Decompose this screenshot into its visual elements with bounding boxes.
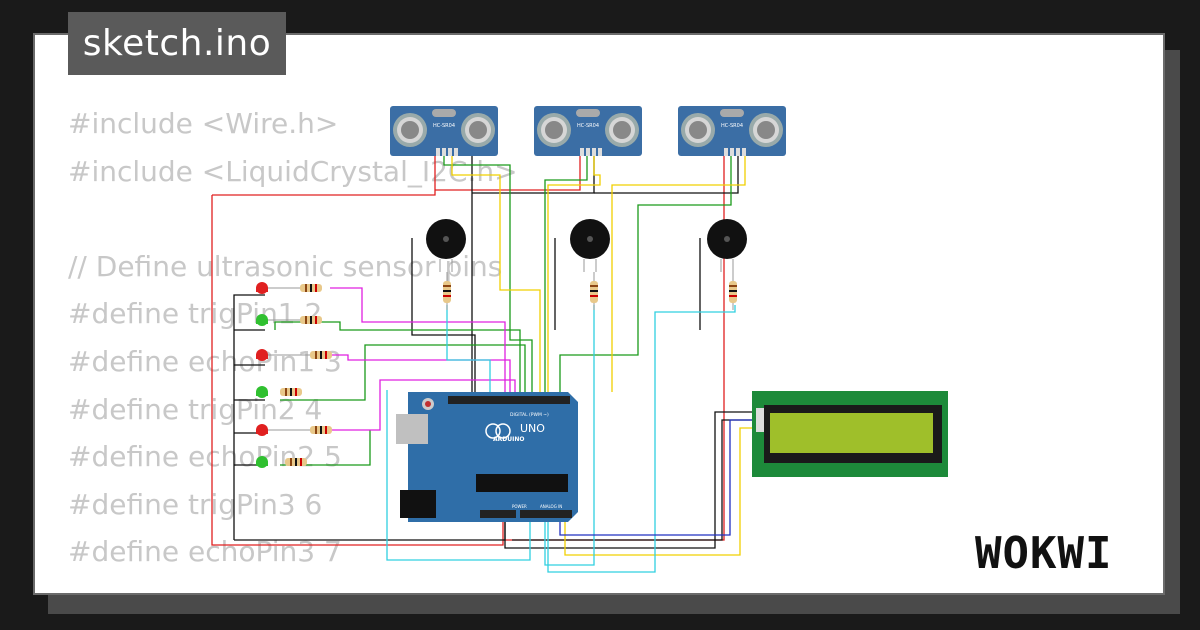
resistor-buzzer-2 [590, 272, 598, 310]
digital-label: DIGITAL (PWM ~) [510, 412, 549, 418]
led-green-2 [256, 386, 302, 398]
arduino-uno: UNO ARDUINO DIGITAL (PWM ~) POWER ANALOG… [396, 392, 578, 522]
led-red-1 [256, 282, 322, 294]
code-line: #define trigPin3 6 [68, 487, 323, 521]
resistor-buzzer-3 [729, 272, 737, 310]
code-listing: #include <Wire.h> #include <LiquidCrysta… [68, 100, 518, 576]
analog-label: ANALOG IN [540, 504, 562, 509]
svg-text:HC-SR04: HC-SR04 [721, 123, 743, 129]
ultrasonic-sensor-1: HC-SR04 [390, 106, 498, 156]
ultrasonic-sensor-3: HC-SR04 [678, 106, 786, 156]
led-green-3 [256, 456, 307, 468]
code-line: #include <LiquidCrystal_I2C.h> [68, 154, 518, 188]
wokwi-logo: WOKWI [975, 528, 1113, 579]
code-line: #define trigPin2 4 [68, 392, 323, 426]
resistor-buzzer-1 [443, 272, 451, 310]
code-line: #define echoPin2 5 [68, 440, 342, 474]
svg-text:HC-SR04: HC-SR04 [433, 123, 455, 129]
code-line: #include <Wire.h> [68, 107, 339, 140]
led-red-2 [256, 349, 332, 361]
buzzer-3 [707, 219, 747, 272]
code-line: #define trigPin1 2 [68, 297, 323, 331]
power-label: POWER [512, 504, 527, 509]
svg-text:HC-SR04: HC-SR04 [577, 123, 599, 129]
board-label: UNO [520, 422, 545, 435]
lcd-display [752, 391, 948, 477]
brand-label: ARDUINO [493, 436, 524, 443]
code-line: #define echoPin1 3 [68, 344, 342, 378]
buzzer-2 [570, 219, 610, 272]
file-title-tab[interactable]: sketch.ino [68, 12, 286, 75]
code-line: #define echoPin3 7 [68, 535, 342, 569]
buzzer-1 [426, 219, 466, 272]
led-green-1 [256, 314, 322, 326]
led-red-3 [256, 424, 332, 436]
ultrasonic-sensor-2: HC-SR04 [534, 106, 642, 156]
